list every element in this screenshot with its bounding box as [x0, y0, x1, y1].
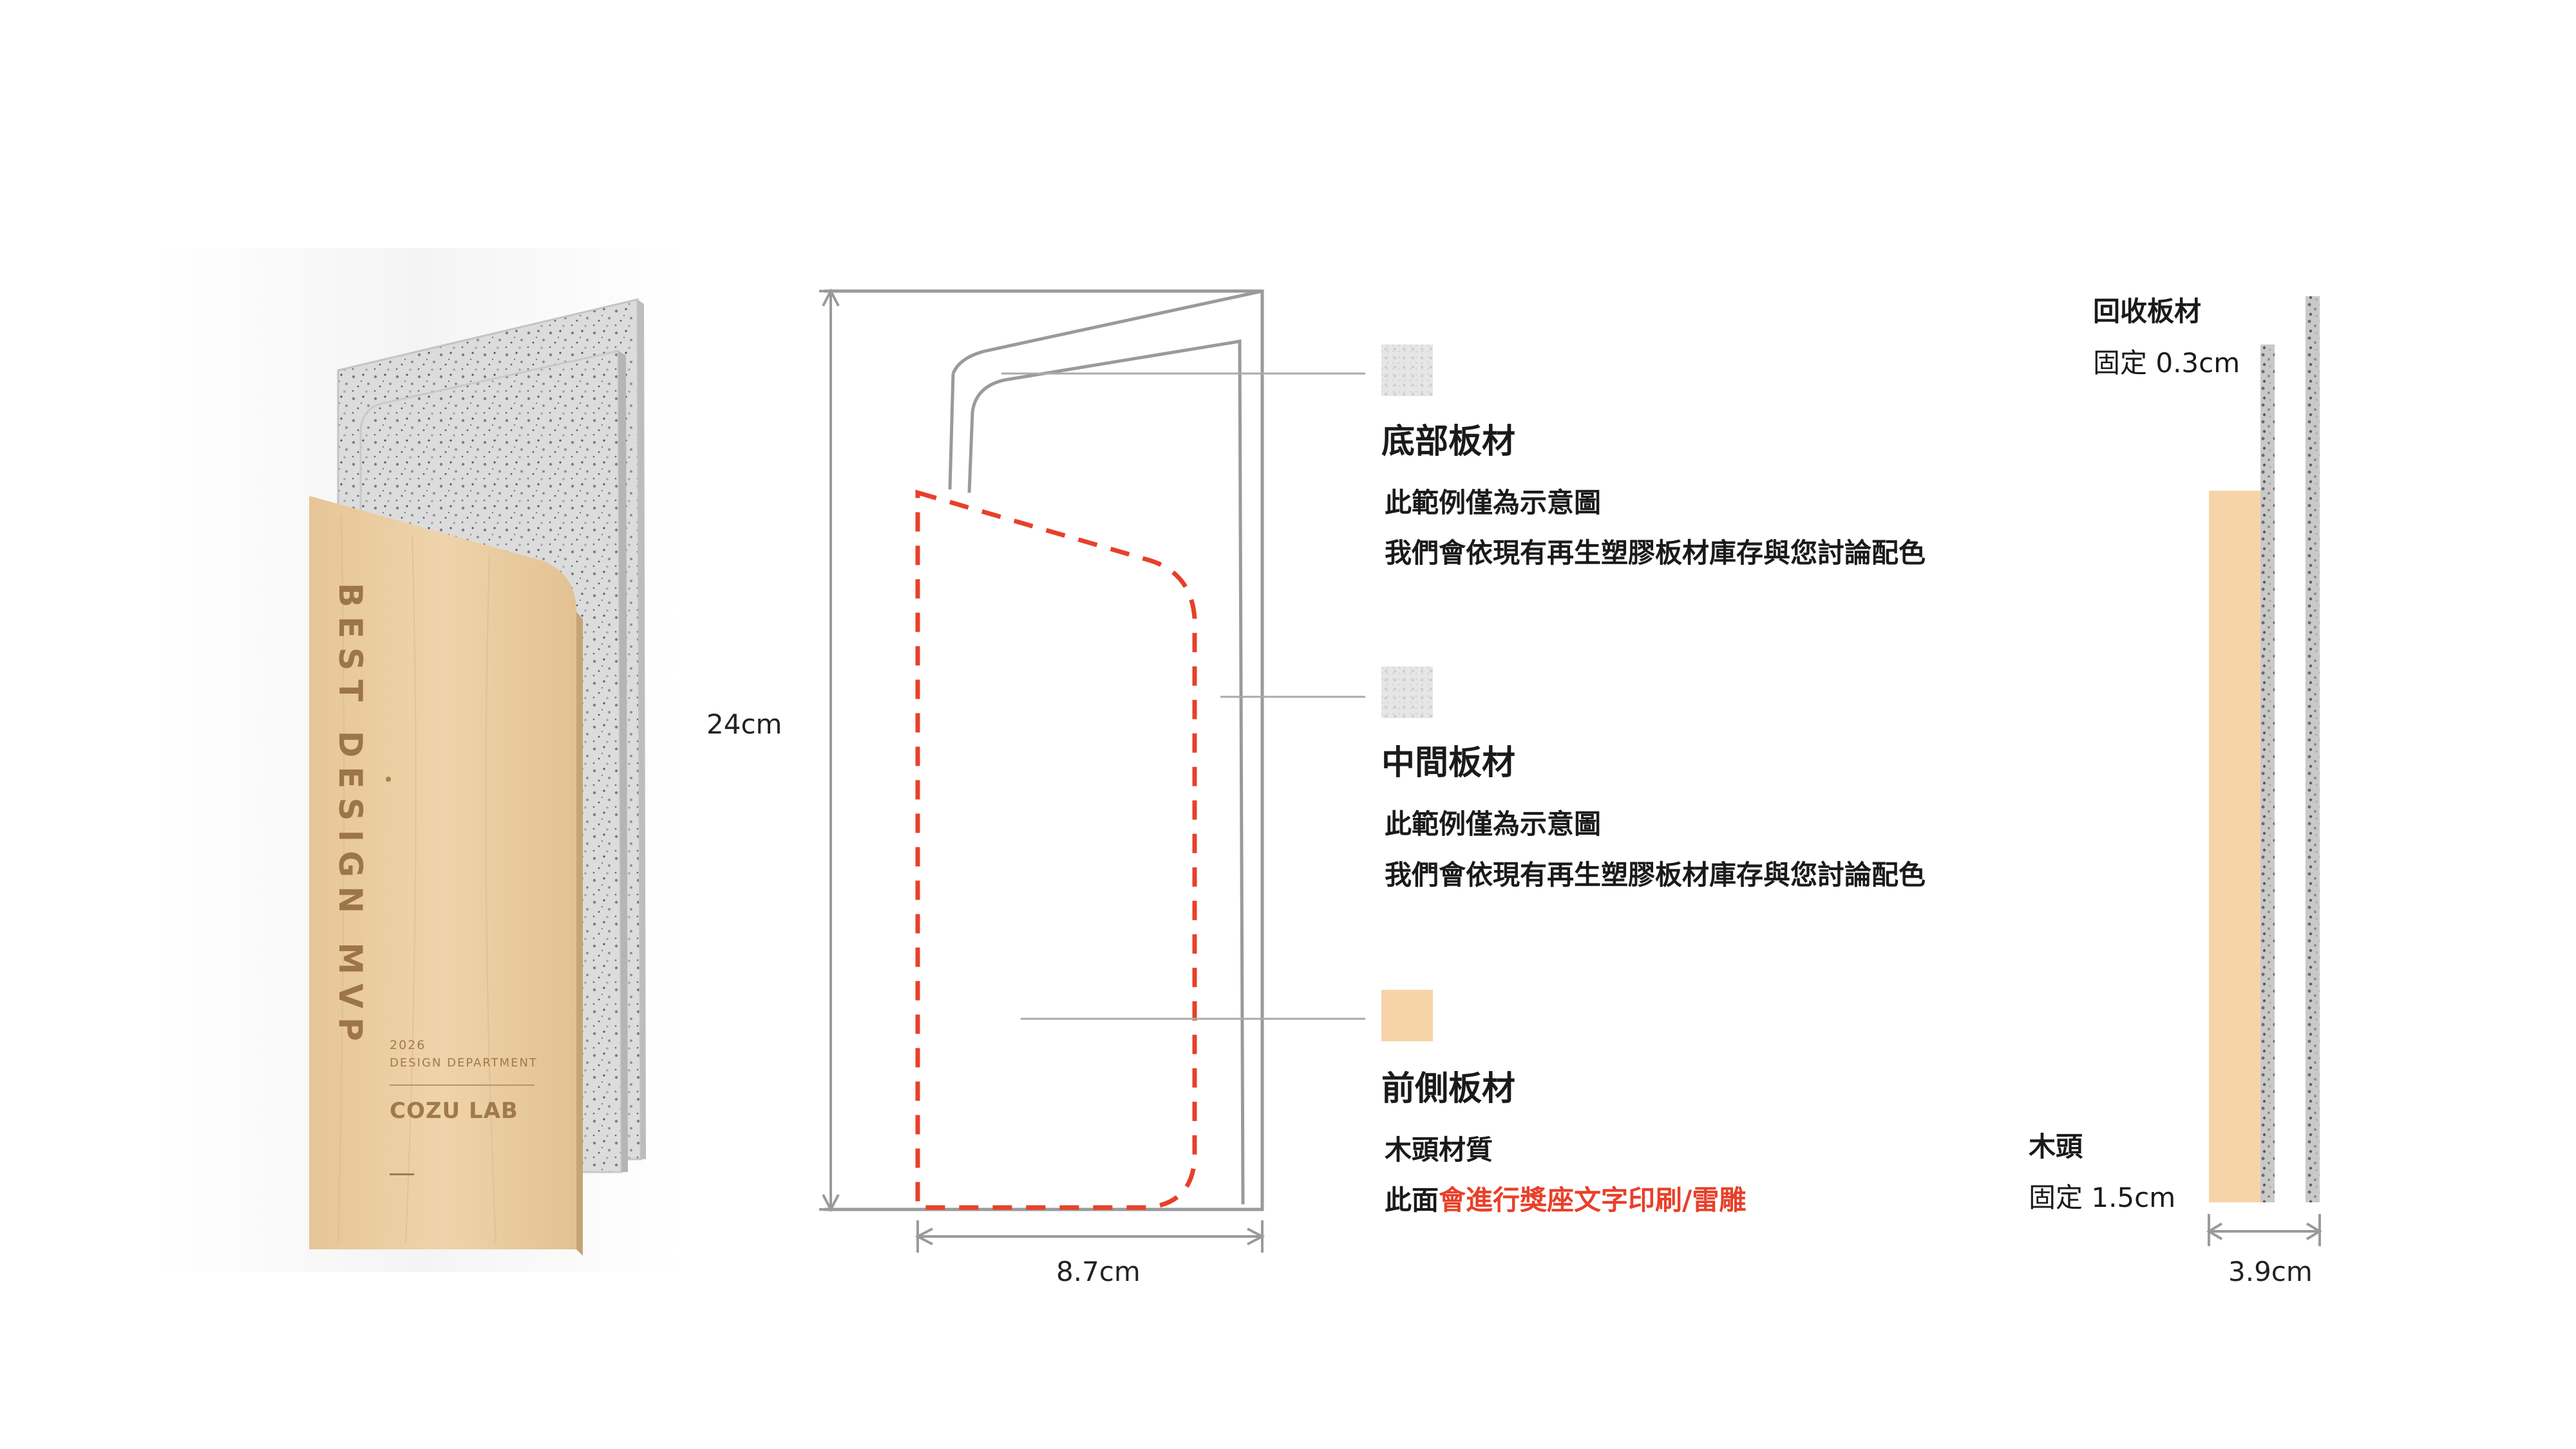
engraving-title: BEST DESIGN MVP [332, 583, 369, 1050]
width-label: 8.7cm [1056, 1256, 1141, 1287]
side-back-board [2306, 296, 2320, 1202]
outline-back-slant [951, 289, 1263, 375]
side-view [2209, 296, 2320, 1202]
legend-title: 前側板材 [1381, 1070, 1516, 1108]
outline-front-panel [915, 489, 1197, 1210]
legend-line: 此範例僅為示意圖 [1385, 808, 1602, 840]
legend-title: 底部板材 [1381, 422, 1516, 461]
legend-line: 我們會依現有再生塑膠板材庫存與您討論配色 [1385, 537, 1926, 569]
depth-dimension-line [2206, 1214, 2322, 1246]
height-label: 24cm [706, 708, 782, 740]
front-wood-board [309, 496, 583, 1256]
legend-line: 此範例僅為示意圖 [1385, 487, 1602, 518]
engraving-divider [390, 1084, 535, 1086]
recycled-board-label: 回收板材 [2093, 296, 2202, 327]
engraving-brand: COZU LAB [390, 1098, 518, 1124]
legend-line: 此面會進行獎座文字印刷/雷雕 [1385, 1179, 1746, 1218]
engraving-year: 2026 [390, 1038, 426, 1052]
swatch-bottom-board [1381, 345, 1433, 396]
recycled-board-thickness: 固定 0.3cm [2093, 347, 2240, 379]
side-middle-board [2260, 345, 2275, 1202]
legend-title: 中間板材 [1381, 744, 1516, 782]
engraving-dash [390, 1173, 414, 1175]
depth-label: 3.9cm [2228, 1256, 2313, 1287]
legend-line-prefix: 此面 [1385, 1184, 1439, 1216]
width-dimension-line [914, 1220, 1265, 1253]
trophy-photo [155, 248, 683, 1272]
swatch-middle-board [1381, 667, 1433, 718]
wood-label: 木頭 [2029, 1131, 2083, 1162]
legend-line: 我們會依現有再生塑膠板材庫存與您討論配色 [1385, 859, 1926, 891]
legend-line: 木頭材質 [1385, 1134, 1493, 1166]
side-wood-board [2209, 491, 2260, 1202]
swatch-front-board [1381, 990, 1433, 1041]
outline-middle-panel [967, 339, 1245, 1205]
height-dimension-line [819, 288, 842, 1213]
wood-thickness: 固定 1.5cm [2029, 1182, 2176, 1213]
engraving-department: DESIGN DEPARTMENT [390, 1056, 538, 1070]
legend-line-highlight: 會進行獎座文字印刷/雷雕 [1439, 1184, 1747, 1216]
